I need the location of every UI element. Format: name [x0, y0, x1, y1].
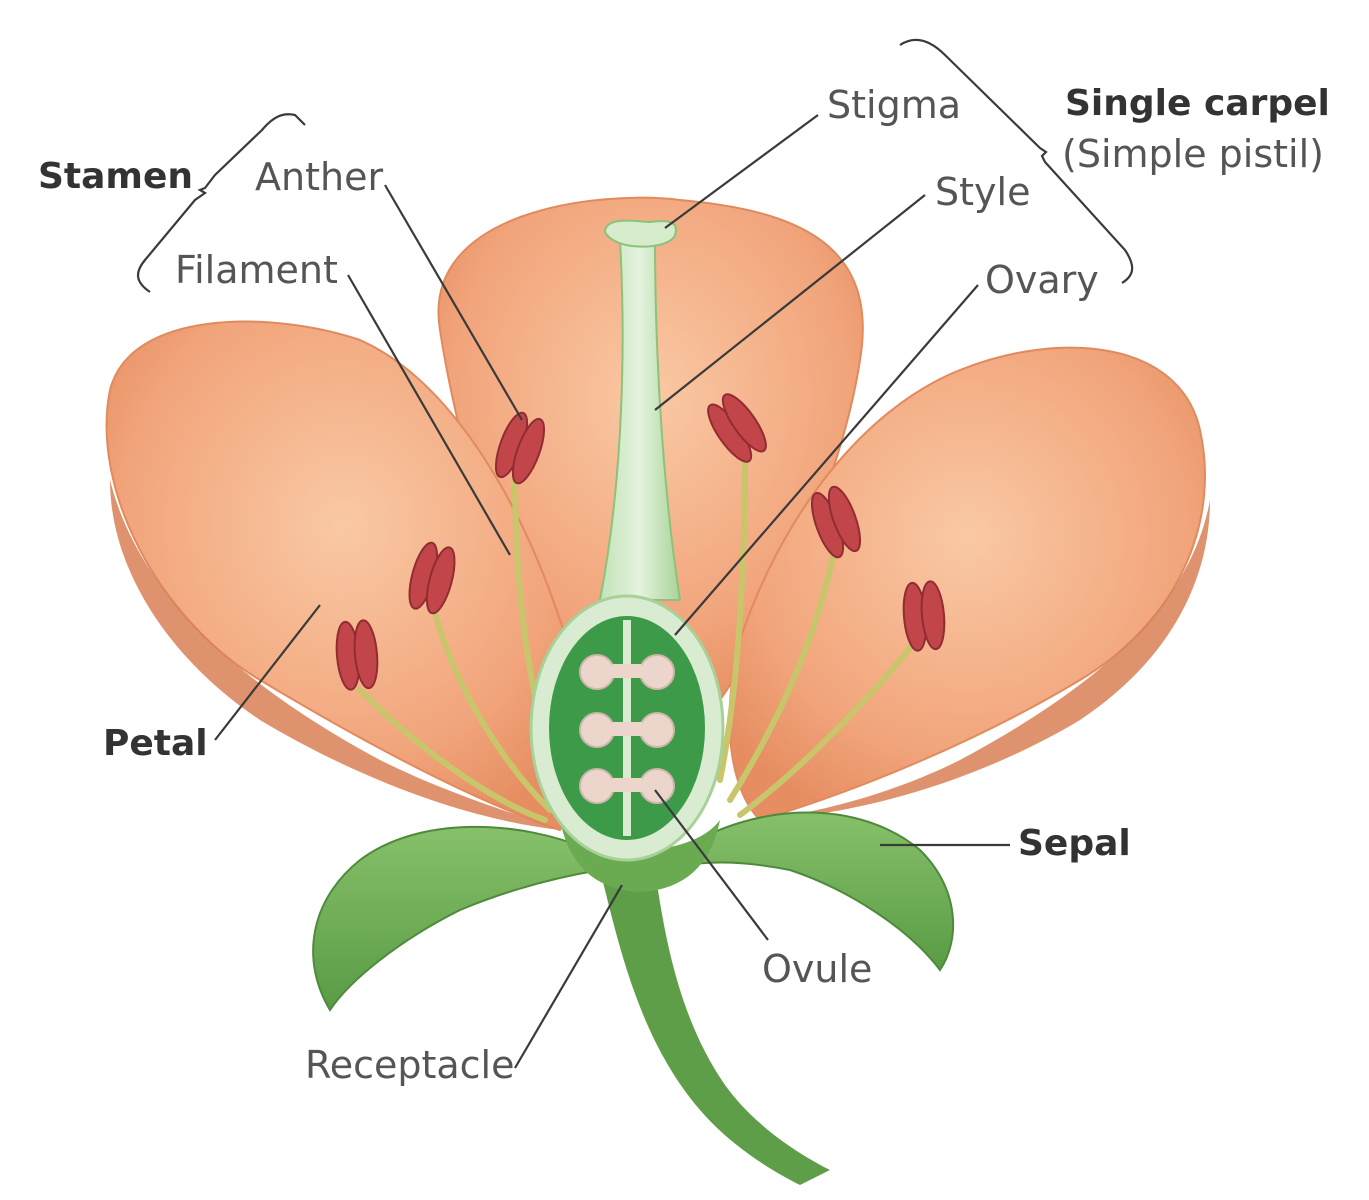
- petal-left-edge: [110, 480, 560, 830]
- label-simple-pistil: (Simple pistil): [1062, 132, 1324, 176]
- filaments: [357, 447, 923, 823]
- label-filament: Filament: [175, 248, 338, 292]
- style: [598, 239, 682, 601]
- label-single-carpel: Single carpel: [1065, 83, 1330, 124]
- label-stamen: Stamen: [38, 156, 193, 197]
- sepal-right: [656, 811, 955, 972]
- label-stigma: Stigma: [827, 83, 961, 127]
- stem: [600, 870, 830, 1185]
- carpel-bracket: [899, 38, 1134, 284]
- label-ovule: Ovule: [762, 947, 872, 991]
- anthers: [335, 393, 946, 691]
- label-sepal: Sepal: [1018, 823, 1131, 864]
- label-anther: Anther: [255, 155, 383, 199]
- label-petal: Petal: [103, 723, 208, 764]
- leader-lines: [214, 114, 1010, 1069]
- label-ovary: Ovary: [985, 258, 1099, 302]
- petal-right-edge: [760, 500, 1210, 820]
- sepal-left: [312, 825, 602, 1012]
- label-receptacle: Receptacle: [305, 1043, 514, 1087]
- label-style: Style: [935, 170, 1030, 214]
- stigma: [603, 219, 677, 248]
- petal-right: [728, 346, 1206, 822]
- stamen-bracket: [137, 113, 306, 293]
- ovules: [579, 654, 675, 804]
